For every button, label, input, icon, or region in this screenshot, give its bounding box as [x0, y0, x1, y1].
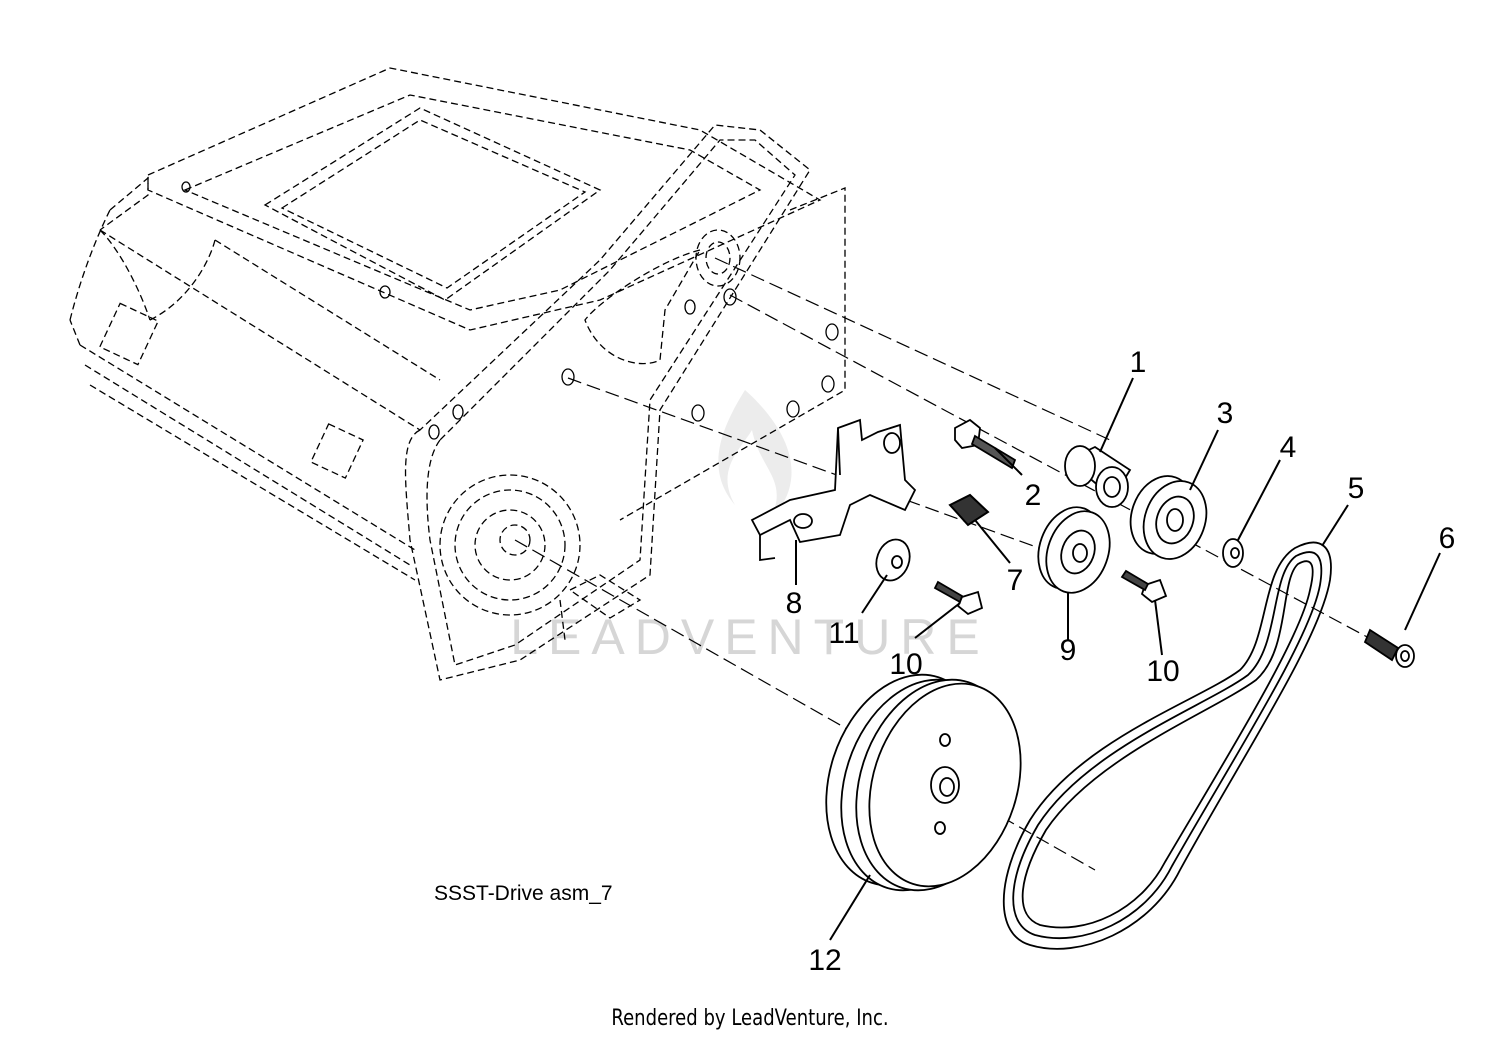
diagram-caption: SSST-Drive asm_7	[434, 882, 613, 905]
callout-6: 6	[1439, 522, 1456, 555]
housing-mount-holes	[181, 181, 839, 440]
callout-leader-lines	[795, 377, 1441, 941]
callout-11: 11	[828, 617, 859, 650]
washer-part-11	[875, 538, 911, 582]
callout-5: 5	[1348, 472, 1365, 505]
spring-part-7	[948, 493, 990, 527]
callout-12: 12	[808, 944, 841, 977]
idler-bracket-part-8	[750, 418, 917, 562]
render-credit-footer: Rendered by LeadVenture, Inc.	[611, 1006, 889, 1031]
bolt-part-10-left	[933, 580, 984, 616]
callout-3: 3	[1217, 397, 1234, 430]
callout-9: 9	[1060, 634, 1077, 667]
drive-belt-part-5	[1003, 541, 1332, 950]
bolt-part-10-right	[1120, 569, 1168, 604]
washer-part-4	[1222, 538, 1244, 568]
idler-pulley-part-3	[1129, 475, 1208, 560]
drive-pulley-part-12	[825, 673, 1022, 892]
callout-7: 7	[1007, 564, 1024, 597]
lower-hub-outer-circle	[439, 474, 581, 616]
callout-10-right: 10	[1146, 655, 1179, 688]
callout-4: 4	[1280, 431, 1297, 464]
callout-1: 1	[1130, 346, 1147, 379]
callout-10-left: 10	[889, 648, 922, 681]
callout-8: 8	[786, 587, 803, 620]
pulley-part-9	[1037, 506, 1111, 594]
callout-labels: 1 2 3 4 5 6 7 8 9 10 10 11 12	[786, 346, 1456, 977]
upper-hub-ellipse	[695, 229, 741, 287]
bolt-part-2	[954, 418, 1017, 470]
watermark: LEADVENTURE	[510, 390, 990, 665]
bolt-part-6	[1363, 628, 1415, 668]
callout-2: 2	[1025, 479, 1042, 512]
watermark-text: LEADVENTURE	[510, 609, 990, 665]
spacer-part-1	[1064, 445, 1132, 508]
tiller-housing-outline	[69, 67, 846, 681]
gearbox-side-plate	[404, 124, 811, 681]
top-access-panel	[263, 107, 602, 301]
watermark-flame-icon	[718, 390, 792, 520]
